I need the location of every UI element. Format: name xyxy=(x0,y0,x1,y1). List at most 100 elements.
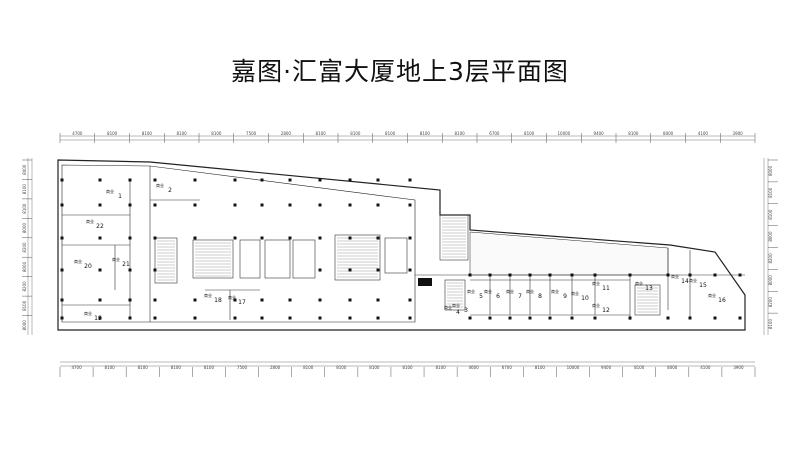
left-dimension-label: 8200 xyxy=(22,281,27,292)
right-dimension-label: 8100 xyxy=(768,187,773,198)
column xyxy=(60,268,64,272)
column xyxy=(233,236,237,240)
unit-number: 17 xyxy=(238,299,246,306)
column xyxy=(98,298,102,302)
column xyxy=(288,236,292,240)
column xyxy=(288,203,292,207)
column xyxy=(260,178,264,182)
left-dimension-label: 8000 xyxy=(22,261,27,272)
column xyxy=(153,316,157,320)
unit-label: 商业 xyxy=(592,302,600,308)
column xyxy=(60,316,64,320)
column xyxy=(508,273,512,277)
column xyxy=(408,203,412,207)
column xyxy=(260,298,264,302)
column xyxy=(233,316,237,320)
column xyxy=(570,273,574,277)
column xyxy=(593,273,597,277)
unit-label: 商业 xyxy=(74,258,82,264)
left-dimension-label: 8000 xyxy=(22,164,27,175)
left-dimension-label: 8100 xyxy=(22,203,27,214)
column xyxy=(128,178,132,182)
column xyxy=(193,203,197,207)
top-dimension-label: 4700 xyxy=(72,131,83,136)
column xyxy=(128,236,132,240)
top-dimension-label: 8100 xyxy=(107,131,118,136)
column xyxy=(376,316,380,320)
shaft-block xyxy=(418,278,432,286)
unit-number: 11 xyxy=(602,285,610,292)
unit-number: 4 xyxy=(456,309,460,316)
column xyxy=(688,273,692,277)
column xyxy=(60,178,64,182)
column xyxy=(153,298,157,302)
column xyxy=(318,178,322,182)
column xyxy=(508,316,512,320)
right-dimension-label: 8100 xyxy=(768,209,773,220)
unit-number: 15 xyxy=(699,282,707,289)
unit-number: 22 xyxy=(96,223,104,230)
column xyxy=(488,273,492,277)
bottom-dimension-label: 8100 xyxy=(402,365,413,370)
column xyxy=(193,178,197,182)
column xyxy=(408,298,412,302)
column xyxy=(376,268,380,272)
column xyxy=(193,236,197,240)
column xyxy=(593,316,597,320)
unit-number: 19 xyxy=(94,315,102,322)
right-dimension-label: 8200 xyxy=(768,253,773,264)
column xyxy=(260,236,264,240)
left-dimension-label: 8100 xyxy=(22,184,27,195)
column xyxy=(570,316,574,320)
top-dimension-label: 4100 xyxy=(698,131,709,136)
unit-number: 18 xyxy=(214,297,222,304)
top-dimension-label: 8100 xyxy=(350,131,361,136)
unit-number: 10 xyxy=(581,295,589,302)
right-dimension-label: 8000 xyxy=(768,275,773,286)
column xyxy=(713,273,717,277)
column xyxy=(666,273,670,277)
left-dimension-label: 8000 xyxy=(22,223,27,234)
column xyxy=(376,298,380,302)
column xyxy=(548,316,552,320)
column xyxy=(468,273,472,277)
column xyxy=(318,203,322,207)
top-dimension-ticks xyxy=(59,133,756,143)
shop-partitions xyxy=(489,275,596,315)
bottom-dimension-label: 4600 xyxy=(469,365,480,370)
column xyxy=(488,316,492,320)
bottom-dimension-label: 4100 xyxy=(700,365,711,370)
page-title: 嘉图·汇富大厦地上3层平面图 xyxy=(231,57,569,86)
column xyxy=(738,273,742,277)
column xyxy=(98,316,102,320)
column xyxy=(60,203,64,207)
unit-number: 9 xyxy=(563,293,567,300)
bottom-dimension-label: 8100 xyxy=(171,365,182,370)
column xyxy=(376,203,380,207)
column xyxy=(128,268,132,272)
column xyxy=(468,316,472,320)
column xyxy=(153,236,157,240)
column xyxy=(628,273,632,277)
top-dimension-label: 8100 xyxy=(420,131,431,136)
column xyxy=(318,298,322,302)
column xyxy=(153,203,157,207)
unit-number: 12 xyxy=(602,307,610,314)
column xyxy=(193,316,197,320)
column xyxy=(666,316,670,320)
bottom-dimension-label: 9400 xyxy=(601,365,612,370)
column xyxy=(98,203,102,207)
unit-label: 商业 xyxy=(571,290,579,296)
column xyxy=(348,298,352,302)
bottom-dimension-label: 8100 xyxy=(303,365,314,370)
unit-number: 1 xyxy=(118,193,122,200)
unit-label: 商业 xyxy=(592,280,600,286)
column xyxy=(376,178,380,182)
column xyxy=(713,316,717,320)
column xyxy=(318,268,322,272)
column xyxy=(318,236,322,240)
left-dimension-chain xyxy=(27,158,33,335)
